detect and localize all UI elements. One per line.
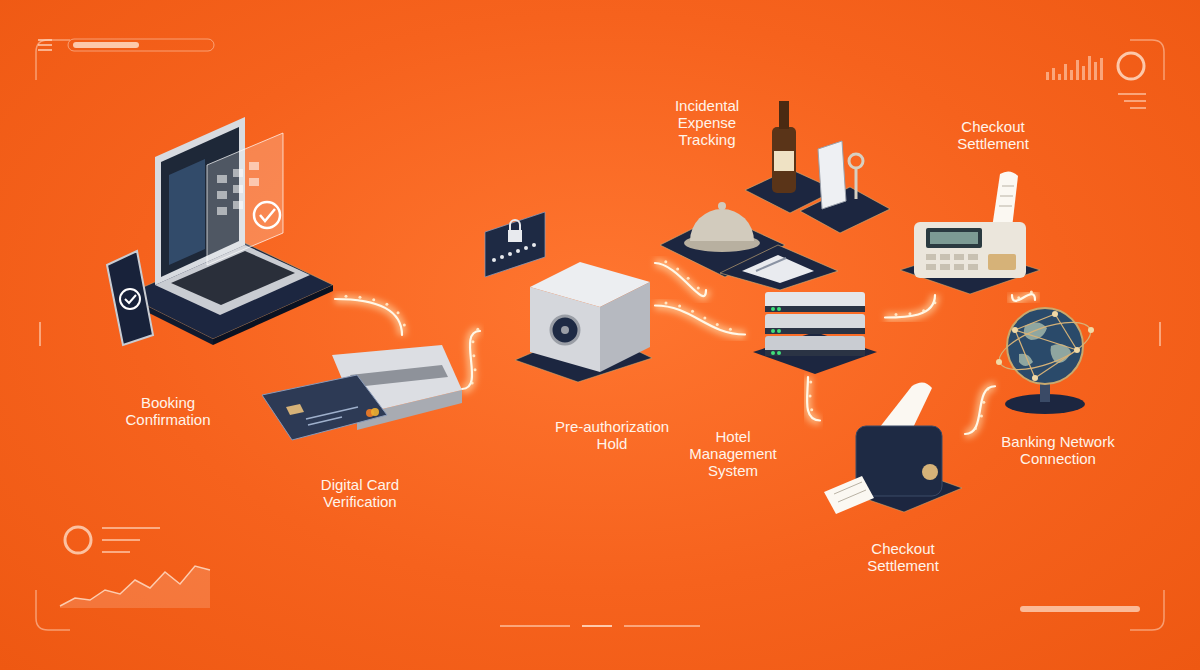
connector-line (335, 299, 402, 335)
status-ring (1118, 53, 1144, 79)
station-node: Digital Card Verification (262, 335, 462, 443)
bottom-ticks (500, 625, 700, 627)
glow-dot (344, 295, 347, 298)
laptop-illustration (95, 115, 335, 345)
connector-line (807, 377, 820, 421)
glow-dot (676, 267, 679, 270)
glow-dot (908, 312, 911, 315)
glow-dot (358, 296, 361, 299)
glow-dot (809, 394, 812, 397)
glow-connector (655, 301, 745, 334)
progress-bar (68, 39, 214, 51)
glow-dot (980, 415, 983, 418)
station-label: Booking Confirmation (108, 394, 228, 428)
server-illustration (745, 292, 885, 377)
cash-register-illustration (900, 170, 1040, 295)
connector-glow (965, 386, 995, 434)
connector-line (965, 386, 995, 434)
line-chart (60, 566, 210, 606)
glow-dot (664, 260, 667, 263)
glow-dot (703, 317, 706, 320)
station-node: Banking Network Connection (995, 300, 1095, 415)
connector-line (885, 295, 935, 318)
station-label: Checkout Settlement (853, 540, 953, 574)
connector-glow (335, 299, 402, 335)
station-label: Digital Card Verification (305, 476, 415, 510)
connector-glow (1012, 294, 1035, 301)
glow-dot (986, 388, 989, 391)
frame-corners (36, 40, 1164, 630)
glow-dot (471, 382, 474, 385)
glow-dot (678, 304, 681, 307)
station-label: Checkout Settlement (943, 118, 1043, 152)
glow-dot (933, 301, 936, 304)
glow-dot (474, 368, 477, 371)
station-node: Booking Confirmation (95, 115, 335, 345)
glow-dot (397, 311, 400, 314)
card-reader-illustration (262, 335, 462, 443)
progress-bar (1020, 606, 1140, 612)
connector-line (655, 306, 745, 335)
station-node: Incidental Expense Tracking (660, 95, 890, 290)
glow-dot (982, 401, 985, 404)
station-label: Pre-authorization Hold (545, 418, 680, 452)
glow-dot (691, 310, 694, 313)
station-label: Banking Network Connection (991, 433, 1126, 467)
station-node: Checkout Settlement (900, 170, 1040, 295)
glow-dot (385, 303, 388, 306)
progress-fill (73, 42, 139, 48)
glow-dot (810, 408, 813, 411)
glow-dot (372, 298, 375, 301)
glow-connector (965, 386, 995, 434)
connector-glow (655, 263, 706, 296)
glow-dot (894, 313, 897, 316)
glow-dot (1017, 296, 1020, 299)
glow-dot (472, 354, 475, 357)
connector-glow (885, 295, 935, 318)
line-chart-area (60, 566, 210, 608)
connector-line (655, 263, 706, 296)
station-node: Checkout Settlement (820, 380, 965, 515)
menu-lines (38, 40, 52, 50)
connector-line (462, 331, 480, 389)
connector-line (1012, 294, 1035, 301)
connector-glow (655, 306, 745, 335)
connector-glow (807, 377, 820, 421)
glow-dot (974, 427, 977, 430)
glow-dot (729, 328, 732, 331)
station-label: Incidental Expense Tracking (665, 97, 749, 148)
glow-connector (655, 260, 706, 296)
list-lines (102, 528, 160, 552)
receipt-printer-illustration (820, 380, 965, 515)
connector-glow (462, 331, 480, 389)
glow-dot (471, 340, 474, 343)
glow-dot (687, 277, 690, 280)
glow-dot (922, 309, 925, 312)
status-ring (65, 527, 91, 553)
glow-connector (462, 328, 480, 389)
glow-dot (697, 286, 700, 289)
glow-connector (1012, 290, 1035, 300)
station-node: Hotel Management System (745, 292, 885, 377)
glow-connector (885, 295, 936, 318)
glow-dot (664, 301, 667, 304)
safe-illustration (480, 212, 655, 382)
glow-dot (476, 328, 479, 331)
glow-dot (403, 324, 406, 327)
glow-dot (809, 380, 812, 383)
mini-bar-chart (1046, 56, 1103, 80)
station-label: Hotel Management System (678, 428, 788, 479)
glow-dot (1030, 290, 1033, 293)
glow-connector (807, 377, 820, 421)
glow-connector (335, 295, 406, 335)
station-node: Pre-authorization Hold (480, 212, 655, 382)
globe-illustration (995, 300, 1095, 415)
glow-dot (716, 323, 719, 326)
